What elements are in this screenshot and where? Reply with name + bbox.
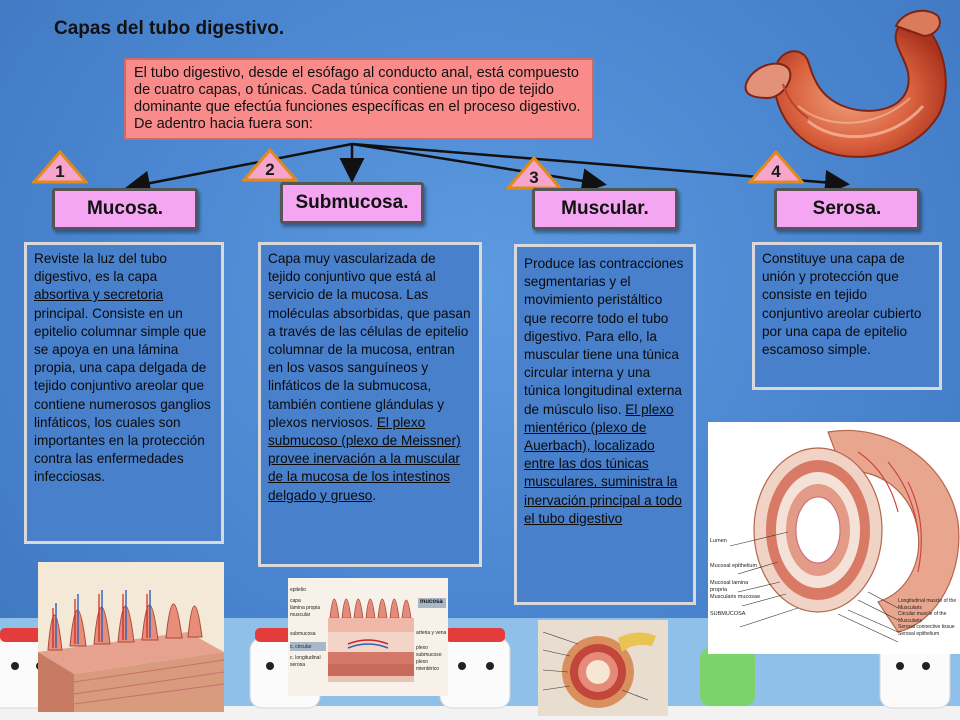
- fig-label-serosal-connective: Serosal connective tissue: [898, 624, 960, 631]
- layer-number-1: 1: [32, 150, 88, 184]
- description-muscular: Produce las contracciones segmentarias y…: [514, 244, 696, 605]
- layer-label-mucosa: Mucosa.: [52, 188, 198, 230]
- fig-label-muscularis-mucosae: Muscularis mucosae: [710, 594, 765, 601]
- fig-label-muscular: muscular: [290, 612, 321, 619]
- fig-label-lamina-propria: Mucosal lamina propria: [710, 580, 765, 594]
- villi-illustration: [38, 562, 224, 712]
- connector-arrows: [0, 0, 960, 200]
- fig-label-epitelio: epitelio: [290, 587, 321, 594]
- fig-label-plexo-mient: plexo mientérico: [416, 659, 448, 673]
- fig-label-submucosa-en: SUBMUCOSA: [710, 611, 765, 618]
- intestinal-wall-diagram: epitelio capa lámina propia muscular sub…: [288, 578, 448, 696]
- fig-label-mucosa: mucosa: [420, 599, 443, 605]
- layer-label-muscular: Muscular.: [532, 188, 678, 230]
- layer-number-3: 3: [506, 156, 562, 190]
- fig-label-longitudinal: c. longitudinal: [290, 655, 321, 662]
- tube-cross-section-illustration: [538, 620, 668, 716]
- intestine-figure-labels-right: Longitudinal muscle of the Muscularis Ci…: [898, 598, 960, 637]
- layer-number-4: 4: [748, 150, 804, 184]
- fig-label-serosal-epithelium: Serosal epithelium: [898, 631, 960, 638]
- fig-label-circular-muscle: Circular muscle of the Muscularis: [898, 611, 960, 624]
- fig-label-plexo-sub: plexo submucoso: [416, 645, 448, 659]
- fig-label-submucosa: submucosa: [290, 631, 321, 638]
- intestine-figure-labels: Lumen Mucosal epithelium Mucosal lamina …: [710, 538, 765, 618]
- fig-label-arteria: arteria y vena: [416, 630, 448, 637]
- fig-label-lamina: lámina propia: [290, 605, 321, 612]
- fig-label-lumen: Lumen: [710, 538, 765, 545]
- fig-label-circular: c. circular: [290, 644, 321, 651]
- fig-label-capa: capa: [290, 598, 321, 605]
- fig-label-longitudinal-muscle: Longitudinal muscle of the Muscularis: [898, 598, 960, 611]
- description-submucosa: Capa muy vascularizada de tejido conjunt…: [258, 242, 482, 567]
- layer-number-2: 2: [242, 148, 298, 182]
- layer-label-submucosa: Submucosa.: [280, 182, 424, 224]
- description-mucosa: Reviste la luz del tubo digestivo, es la…: [24, 242, 224, 544]
- fig-label-serosa: serosa: [290, 662, 321, 669]
- description-serosa: Constituye una capa de unión y protecció…: [752, 242, 942, 390]
- layer-label-serosa: Serosa.: [774, 188, 920, 230]
- fig-label-mucosal-epithelium: Mucosal epithelium: [710, 563, 765, 570]
